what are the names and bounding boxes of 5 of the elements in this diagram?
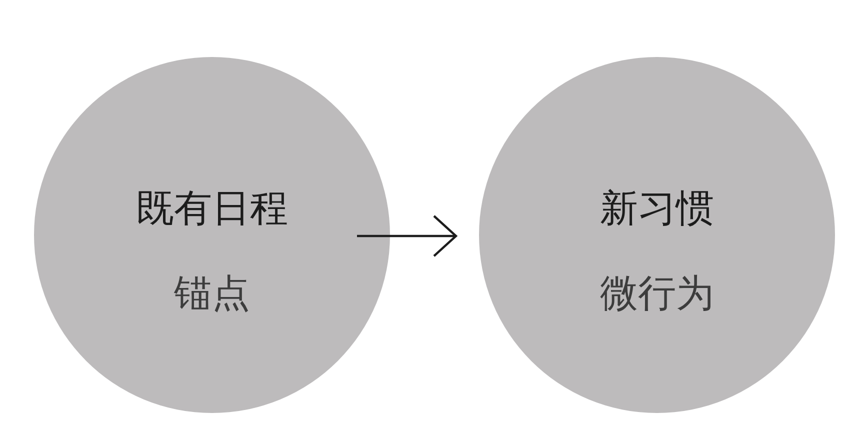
node-heading: 既有日程: [136, 185, 288, 232]
arrow: [357, 214, 458, 258]
node-heading: 新习惯: [600, 185, 714, 232]
node-subtitle: 微行为: [600, 270, 714, 317]
node-subtitle: 锚点: [174, 270, 250, 317]
